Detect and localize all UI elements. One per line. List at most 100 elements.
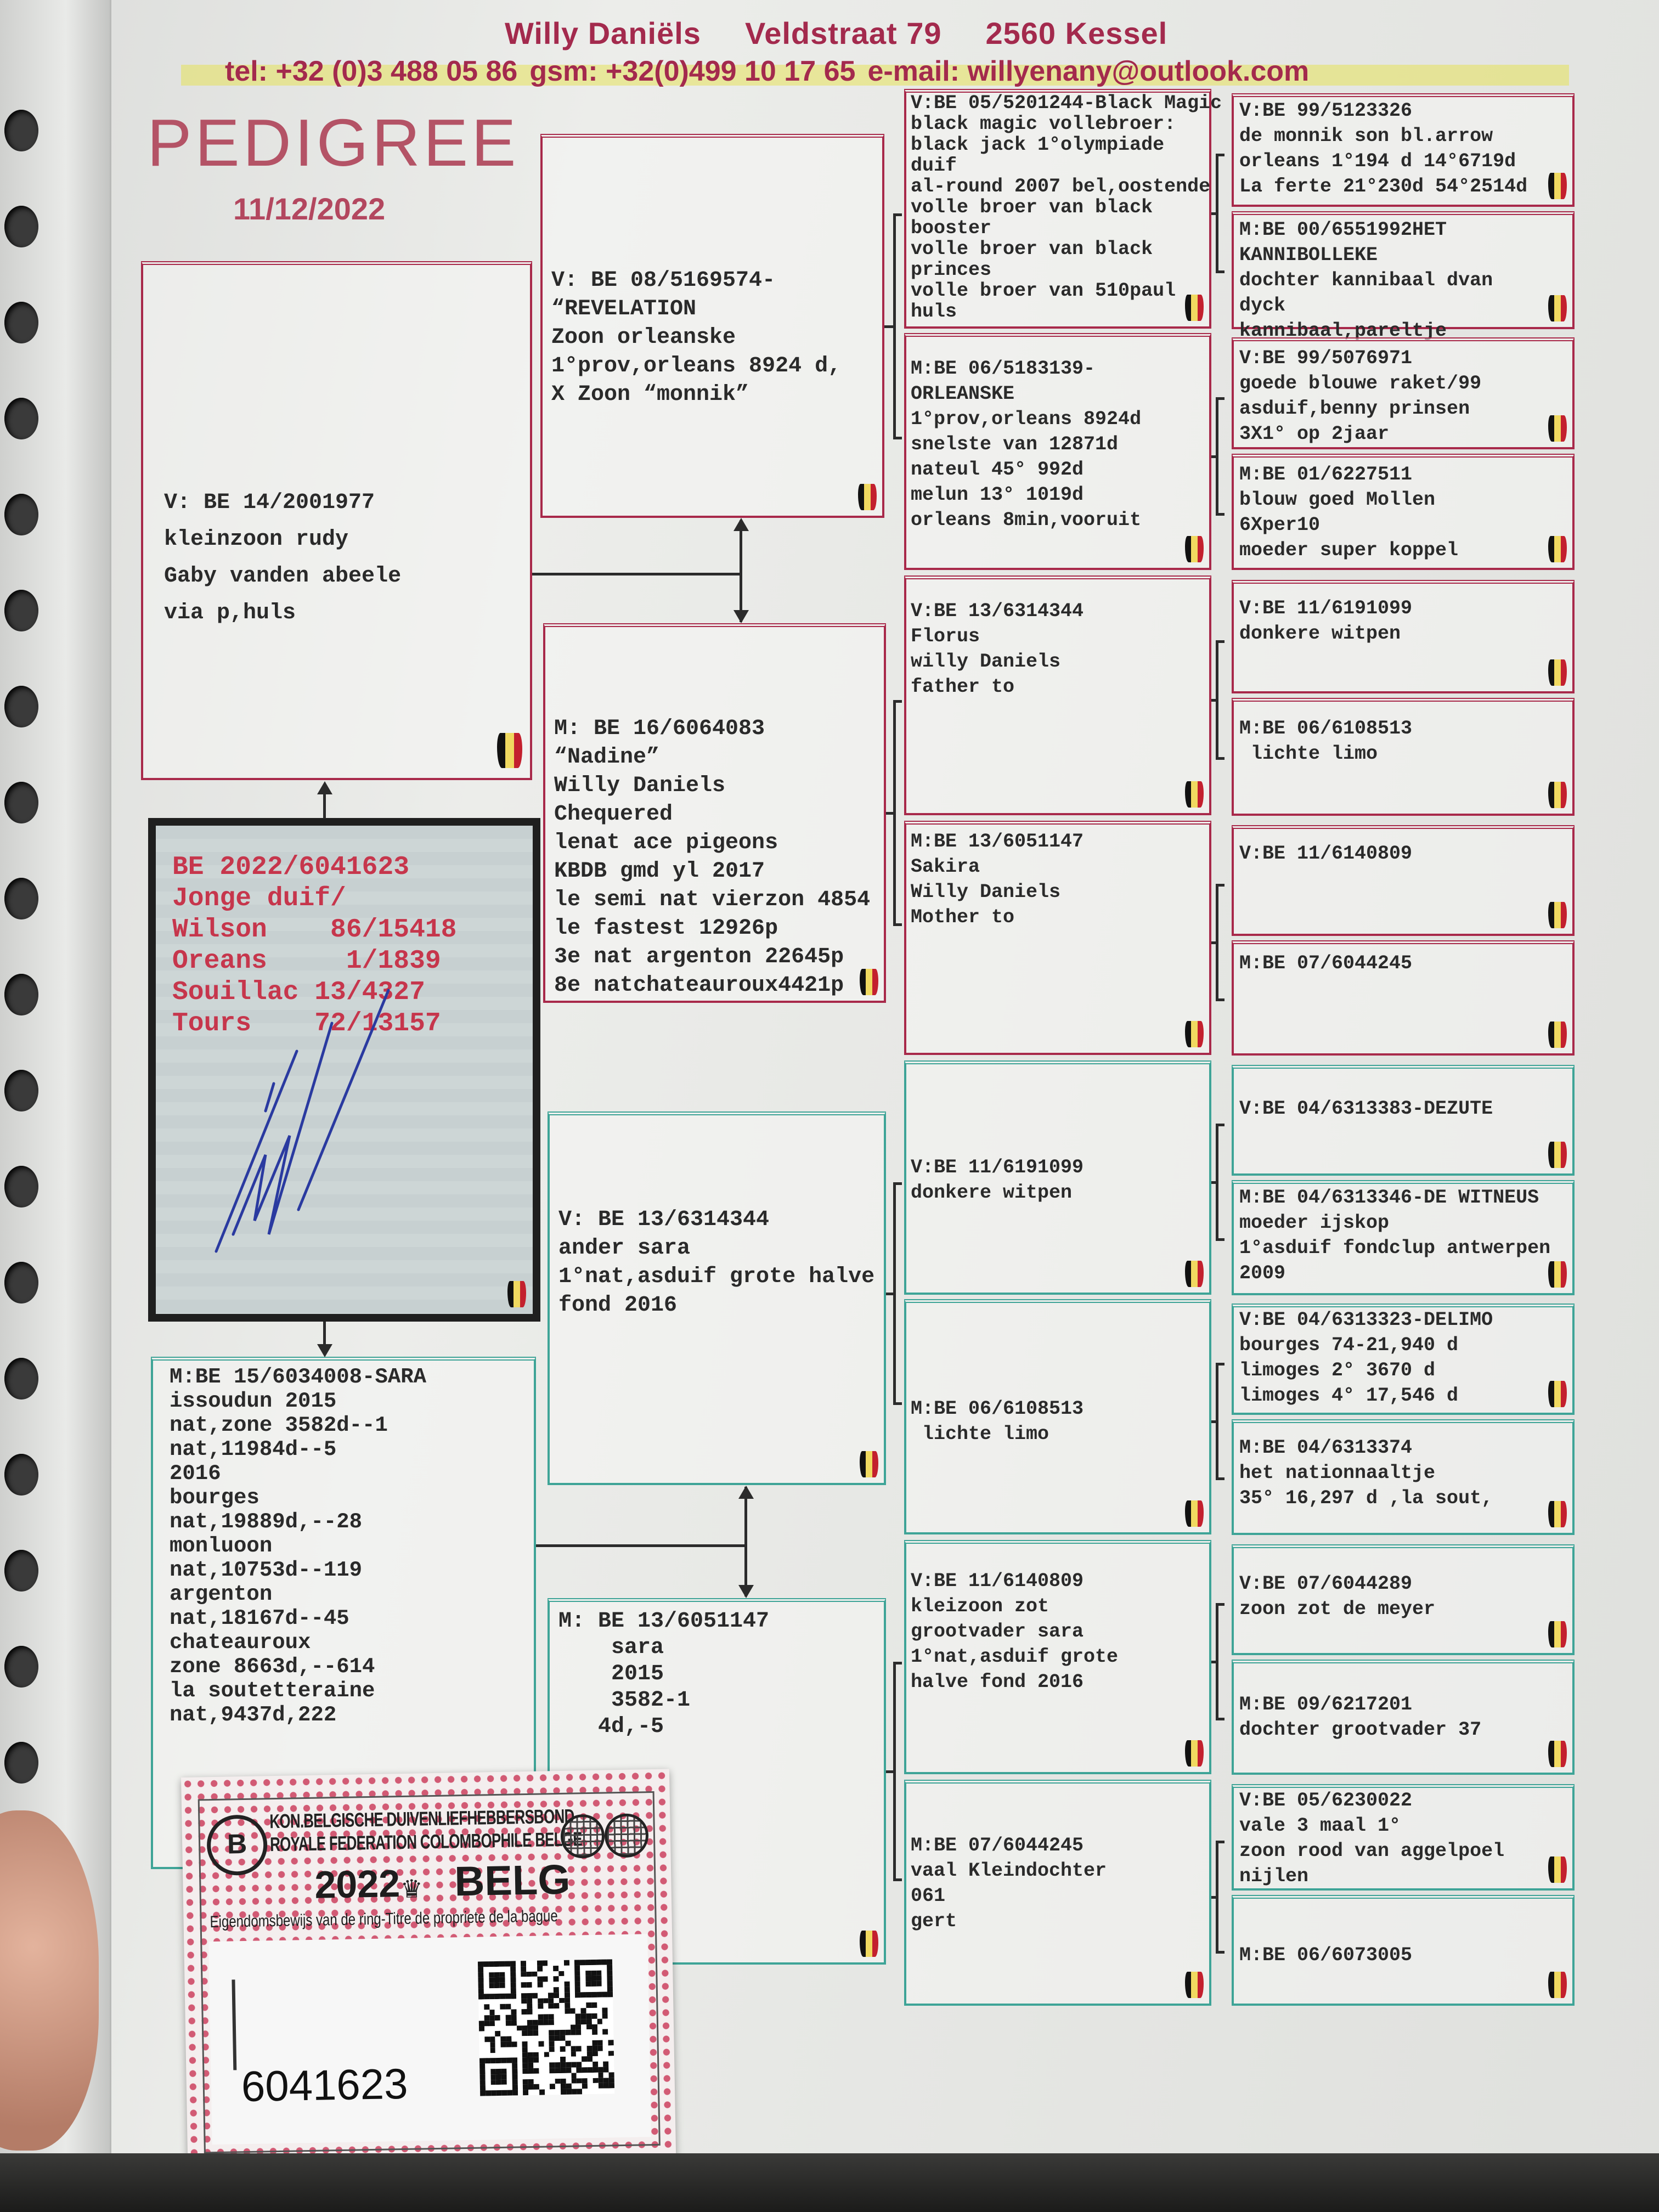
finger [0, 1810, 99, 2151]
qr-module [577, 2083, 583, 2089]
belgium-flag-icon [1548, 1022, 1567, 1048]
text-line: asduif,benny prinsen [1239, 398, 1470, 420]
qr-module [575, 2024, 582, 2030]
qr-module [484, 2052, 490, 2058]
qr-module [532, 1966, 538, 1972]
text-line: 1°nat,asduif grote halve [558, 1265, 875, 1289]
qr-module [549, 2046, 555, 2052]
text-line: M:BE 15/6034008-SARA [170, 1365, 427, 1389]
qr-module [506, 2068, 512, 2074]
text-line: nat,10753d--119 [170, 1558, 363, 1582]
qr-module [489, 1983, 495, 1989]
belgium-flag-icon [1548, 295, 1567, 321]
belgium-flag-icon [507, 1281, 526, 1307]
qr-module [505, 1977, 511, 1983]
qr-module [554, 2035, 560, 2041]
connector-line [886, 1770, 895, 1774]
qr-module [602, 2002, 608, 2008]
qr-module [505, 1972, 511, 1978]
qr-module [478, 2010, 484, 2016]
text-line: donkere witpen [1239, 623, 1401, 645]
belgium-flag-icon [860, 1931, 878, 1957]
qr-module [601, 1970, 607, 1976]
qr-module [560, 2051, 566, 2057]
qr-module [565, 2046, 571, 2052]
qr-module [538, 2062, 544, 2068]
text-line: kleizoon zot [911, 1595, 1049, 1617]
qr-module [479, 2052, 485, 2058]
qr-module [609, 2088, 615, 2094]
punch-hole [4, 206, 38, 247]
qr-module [569, 1981, 575, 1987]
qr-module [608, 2040, 614, 2046]
belgium-flag-icon [860, 969, 878, 995]
qr-module [580, 2008, 586, 2014]
qr-module [553, 1976, 559, 1982]
highlighter-mark [181, 65, 1569, 86]
qr-module [526, 1987, 532, 1993]
qr-module [549, 2068, 555, 2074]
text-line: 061 [911, 1885, 946, 1907]
qr-module [501, 2058, 507, 2064]
qr-module [553, 1971, 559, 1977]
qr-module [585, 1981, 591, 1987]
text-line: Gaby vanden abeele [164, 564, 402, 589]
qr-module [607, 1975, 613, 1981]
qr-module [479, 2069, 486, 2075]
qr-module [532, 2025, 538, 2031]
qr-module [495, 2074, 501, 2080]
qr-module [484, 2063, 490, 2069]
qr-module [532, 1987, 538, 1993]
qr-module [532, 2008, 538, 2015]
qr-module [501, 2068, 507, 2074]
qr-module [608, 2034, 614, 2040]
qr-module [590, 1959, 596, 1965]
qr-module [574, 1976, 580, 1982]
punch-hole [4, 590, 38, 631]
qr-module [554, 2008, 560, 2015]
qr-module [511, 2025, 517, 2031]
qr-module [532, 1993, 538, 1999]
qr-module [597, 2040, 603, 2046]
qr-module [511, 2052, 517, 2058]
qr-module [581, 2045, 587, 2051]
qr-module [521, 1961, 527, 1967]
belgium-flag-icon [858, 484, 877, 510]
qr-module [591, 1976, 597, 1982]
qr-module [517, 2084, 523, 2090]
qr-module [549, 2019, 555, 2025]
qr-module [560, 2062, 566, 2068]
punch-hole [4, 686, 38, 727]
qr-module [500, 1999, 506, 2005]
qr-code [477, 1959, 615, 2096]
text-line: le fastest 12926p [554, 916, 778, 941]
qr-module [532, 2004, 538, 2010]
text-line: dochter grootvader 37 [1239, 1719, 1482, 1741]
qr-module [533, 2079, 539, 2085]
qr-module [527, 2004, 533, 2010]
qr-module [512, 2079, 518, 2085]
qr-module [549, 2051, 555, 2057]
qr-module [585, 1960, 591, 1965]
qr-module [602, 2007, 608, 2013]
qr-module [505, 2020, 511, 2026]
page-title: PEDIGREE [147, 105, 520, 180]
qr-module [516, 1977, 522, 1983]
qr-module [512, 2068, 518, 2074]
qr-module [489, 1999, 495, 2005]
qr-module [544, 2068, 550, 2074]
qr-module [489, 2031, 495, 2037]
qr-module [490, 2079, 496, 2085]
qr-module [592, 2056, 598, 2062]
qr-module [521, 2004, 527, 2010]
qr-module [591, 1997, 597, 2003]
fci-globe-logo-icon [560, 1813, 649, 1859]
qr-module [596, 1997, 602, 2003]
text-line: argenton [170, 1582, 273, 1606]
